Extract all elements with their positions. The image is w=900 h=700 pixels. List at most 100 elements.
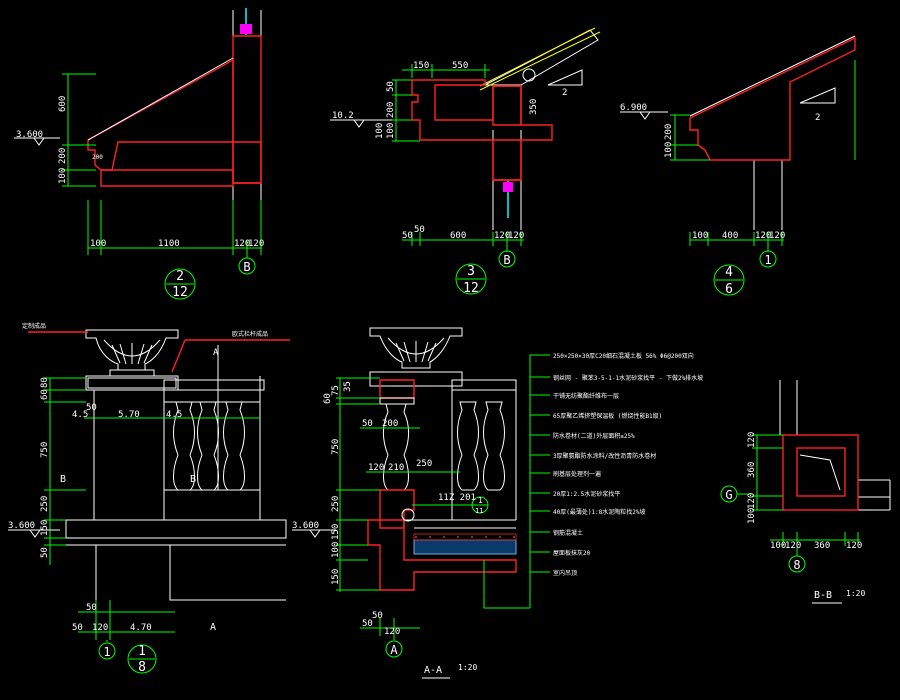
section-bb-dim-v: 120 xyxy=(747,432,757,448)
section-aa-title: A-A xyxy=(424,665,442,676)
section-aa-callout-number: 1 xyxy=(478,496,483,505)
section-aa-dim-v: 100 xyxy=(331,542,341,558)
detail-3-axis-bubble: B xyxy=(503,253,510,267)
section-aa-dim-bottom: 50 xyxy=(362,619,373,629)
section-bb-axis-bubble-bottom: 8 xyxy=(793,558,800,572)
detail-2-level: 3.600 xyxy=(16,130,43,140)
section-aa-scale: 1:20 xyxy=(458,663,477,672)
elevation-dim-v: 60 xyxy=(40,389,50,400)
detail-3-dim-h: 120 xyxy=(494,231,510,241)
section-bb-dim-h: 360 xyxy=(814,541,830,551)
section-aa-dim-h: 50 xyxy=(362,419,373,429)
note-item: 屋面板抹灰20 xyxy=(553,549,591,557)
section-aa-small-callout: 11Z 201 xyxy=(438,493,476,503)
elevation-side-mark: B xyxy=(60,474,66,485)
detail-3-dim-h: 600 xyxy=(450,231,466,241)
section-bb-axis-bubble-left: G xyxy=(725,488,732,502)
elevation-sheet-number: 8 xyxy=(138,660,146,675)
note-item: 防水卷材(二道)外层面积≥25% xyxy=(553,432,635,440)
elevation-dim-v: 750 xyxy=(40,442,50,458)
section-aa-dim-v: 150 xyxy=(331,569,341,585)
detail-2-dim-h: 1100 xyxy=(158,239,180,249)
section-aa-level: 3.600 xyxy=(292,521,319,531)
elevation-inner-mark: B xyxy=(190,474,196,485)
note-item: 20厚1:2.5水泥砂浆找平 xyxy=(553,490,620,498)
section-aa-dim-h: 210 xyxy=(388,463,404,473)
detail-3-dim-v: 200 xyxy=(386,102,396,118)
note-item: 干铺无纺聚酯纤维布一层 xyxy=(553,392,619,400)
detail-4-number: 4 xyxy=(725,265,733,280)
parapet-elevation xyxy=(8,329,290,674)
elevation-dim-v: 50 xyxy=(40,547,50,558)
note-item: 65厚聚乙烯挤塑保温板 (燃烧性能B1级) xyxy=(553,412,662,420)
detail-2-dim-v: 200 xyxy=(58,148,68,164)
section-bb-dim-v: 360 xyxy=(747,462,757,478)
section-aa-dim-bottom: 120 xyxy=(384,627,400,637)
detail-3-number: 3 xyxy=(467,264,475,279)
detail-4-dim-h: 400 xyxy=(722,231,738,241)
section-bb-dim-v: 100 xyxy=(747,508,757,524)
section-aa-dim-h: 250 xyxy=(416,459,432,469)
detail-3-dim-h: 50 xyxy=(402,231,413,241)
note-item: 刷基层处理剂一遍 xyxy=(553,470,601,478)
section-aa-dim-v: 150 xyxy=(331,524,341,540)
detail-3-level: 10.2 xyxy=(332,111,354,121)
detail-4-slope: 2 xyxy=(815,113,820,123)
detail-3-dim-top: 550 xyxy=(452,61,468,71)
callout-pointer-icon xyxy=(401,508,415,522)
detail-3-dim-top: 150 xyxy=(413,61,429,71)
elevation-dim-bottom: 120 xyxy=(92,623,108,633)
note-item: 钢筋混凝土 xyxy=(553,529,583,537)
elevation-label-baluster: 欧式栏杆成品 xyxy=(232,330,268,338)
detail-2-inner-note: 200 xyxy=(92,154,103,161)
elevation-dim-v: 150 xyxy=(40,520,50,536)
detail-4-dim-h: 120 xyxy=(769,231,785,241)
detail-4-axis-bubble: 1 xyxy=(764,253,771,267)
section-bb-dim-h: 100 xyxy=(770,541,786,551)
detail-3-sheet: 12 xyxy=(463,281,479,296)
drain-pipe-icon xyxy=(240,24,252,34)
detail-2-dim-h: 120 xyxy=(248,239,264,249)
detail-2-dim-h: 100 xyxy=(90,239,106,249)
section-aa-dim-v: 250 xyxy=(331,496,341,512)
detail-4-dim-h: 120 xyxy=(755,231,771,241)
section-bb-title: B-B xyxy=(814,590,832,601)
elevation-section-mark: A xyxy=(213,348,219,358)
elevation-dim-v: 250 xyxy=(40,496,50,512)
section-aa-dim-h: 200 xyxy=(382,419,398,429)
detail-2-section xyxy=(14,8,262,300)
note-item: 钢丝网 - 聚苯3-5-1-1水泥砂浆找平 - 下做2%排水坡 xyxy=(553,374,703,382)
elevation-dim-bottom: 50 xyxy=(72,623,83,633)
detail-2-dim-v: 600 xyxy=(58,96,68,112)
detail-2-axis-bubble: B xyxy=(243,260,250,274)
elevation-dim-top: 4.5 xyxy=(166,410,182,420)
gutter-pipe-icon xyxy=(522,68,536,82)
detail-4-section xyxy=(620,35,856,296)
note-item: 250×250×30厚C20细石混凝土板 56% Φ6@200双向 xyxy=(553,352,694,360)
detail-3-dim-v: 100 xyxy=(386,123,396,139)
elevation-level: 3.600 xyxy=(8,521,35,531)
detail-3-dim-v: 50 xyxy=(386,81,396,92)
detail-4-level: 6.900 xyxy=(620,103,647,113)
section-aa-callout-sheet: 11 xyxy=(475,507,483,515)
detail-3-dim-h: 120 xyxy=(508,231,524,241)
detail-4-dim-v: 100 xyxy=(664,142,674,158)
section-bb-dim-v: 120 xyxy=(747,493,757,509)
drain-pipe-icon xyxy=(503,182,513,192)
elevation-dim-bottom: 4.70 xyxy=(130,623,152,633)
section-aa-notes: 250×250×30厚C20细石混凝土板 56% Φ6@200双向 钢丝网 - … xyxy=(530,352,703,577)
section-aa-dim-v: 60 xyxy=(323,393,333,404)
detail-3-dim-right: 350 xyxy=(529,99,539,115)
elevation-detail-number: 1 xyxy=(138,644,146,659)
note-item: 3厚聚氨酯防水涂料/改性沥青防水卷材 xyxy=(553,452,656,460)
detail-4-sheet: 6 xyxy=(725,282,733,297)
elevation-dim-v: 80 xyxy=(40,377,50,388)
section-bb-dim-h: 120 xyxy=(846,541,862,551)
section-aa xyxy=(292,327,531,679)
detail-2-sheet: 12 xyxy=(172,285,188,300)
section-aa-dim-v: 750 xyxy=(331,439,341,455)
section-aa-dim-h: 120 xyxy=(368,463,384,473)
section-bb-scale: 1:20 xyxy=(846,589,865,598)
elevation-dim-bottom: 50 xyxy=(86,603,97,613)
